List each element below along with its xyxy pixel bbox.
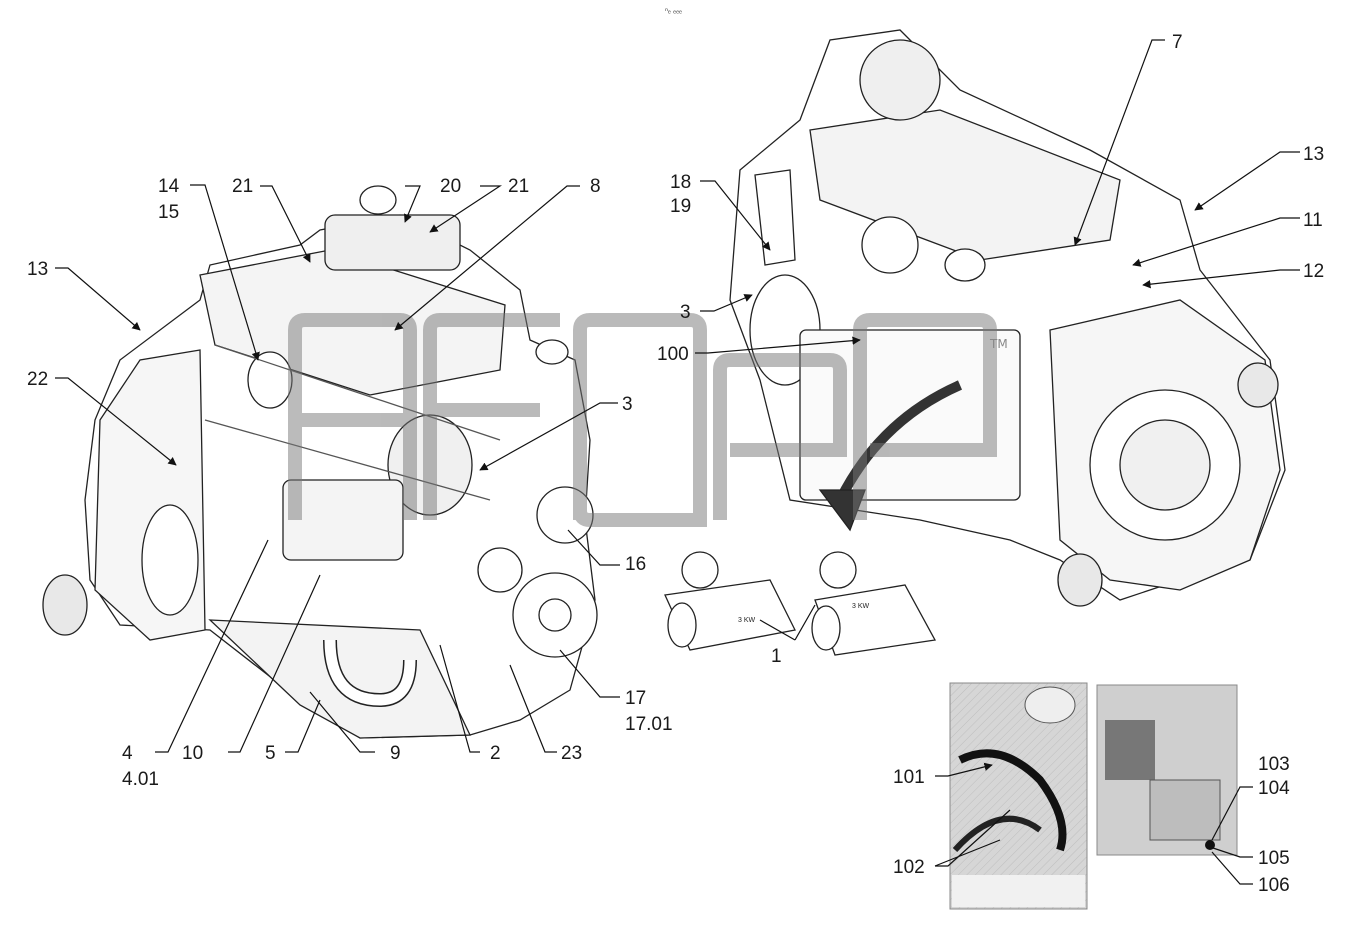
left-engine-view (42, 185, 598, 739)
callout-3-left: 3 (622, 394, 633, 415)
engine-mount-right-1 (1057, 553, 1103, 607)
callout-1: 1 (771, 646, 782, 667)
leader-lines (55, 39, 1300, 885)
starter-label-2: 3 KW (852, 603, 870, 610)
callout-15: 15 (158, 202, 179, 223)
right-engine-view (729, 29, 1286, 607)
callout-105: 105 (1258, 848, 1290, 869)
callout-18: 18 (670, 172, 691, 193)
flywheel-inner (1119, 419, 1211, 511)
callout-5: 5 (265, 743, 276, 764)
callouts-detail: 101 102 103 104 105 106 (893, 754, 1290, 896)
detail-photo-1 (949, 682, 1088, 910)
callout-3-right: 3 (680, 302, 691, 323)
callout-21a: 21 (232, 176, 253, 197)
block-line (204, 419, 491, 501)
callout-104: 104 (1258, 778, 1290, 799)
thermostat-housing (535, 339, 569, 365)
callout-16: 16 (625, 554, 646, 575)
starter-motor-2: 3 KW (811, 551, 937, 656)
callout-17-01: 17.01 (625, 714, 673, 735)
head-gasket-line (214, 344, 501, 441)
watermark (288, 313, 997, 527)
alternator (859, 39, 941, 121)
engine-mount-right-2 (1237, 362, 1279, 408)
sheet-number: ⁿₑ ₑₑₑ (665, 6, 682, 15)
housing-bore (141, 504, 199, 616)
watermark-tm: TM (989, 337, 1008, 351)
engine-mount-left (42, 574, 88, 636)
oil-filler-cap (359, 185, 397, 215)
starter-motor-1: 3 KW (664, 551, 796, 651)
callout-20: 20 (440, 176, 461, 197)
turbo-outlet (944, 248, 986, 282)
crank-pulley-hub (538, 598, 572, 632)
callout-106: 106 (1258, 875, 1290, 896)
callout-21b: 21 (508, 176, 529, 197)
callout-13-right: 13 (1303, 144, 1324, 165)
detail-photo-2 (1096, 684, 1238, 856)
starter-motors: 3 KW 3 KW (664, 551, 937, 656)
turbocharger (861, 216, 919, 274)
callout-100: 100 (657, 344, 689, 365)
alternator-pulley (477, 547, 523, 593)
thermostat-elbow (754, 169, 796, 266)
starter-label-1: 3 KW (738, 617, 756, 624)
air-compressor (324, 214, 461, 271)
callout-22: 22 (27, 369, 48, 390)
callouts-right: 7 13 18 19 11 12 3 100 1 (657, 32, 1324, 667)
callout-13-left: 13 (27, 259, 48, 280)
callout-4-01: 4.01 (122, 769, 159, 790)
callout-10: 10 (182, 743, 203, 764)
callout-8: 8 (590, 176, 601, 197)
callouts-left: 14 15 21 20 21 8 13 22 3 16 17 17.01 4 4… (27, 176, 673, 790)
callout-19: 19 (670, 196, 691, 217)
callout-14: 14 (158, 176, 180, 197)
callout-11: 11 (1303, 210, 1323, 231)
callout-9: 9 (390, 743, 401, 764)
callout-23: 23 (561, 743, 582, 764)
callout-7: 7 (1172, 32, 1183, 53)
callout-2: 2 (490, 743, 501, 764)
callout-17: 17 (625, 688, 646, 709)
callout-101: 101 (893, 767, 925, 788)
fuel-filter (247, 351, 293, 409)
callout-12: 12 (1303, 261, 1324, 282)
callout-103: 103 (1258, 754, 1290, 775)
starter-arrow (835, 380, 963, 503)
callout-4: 4 (122, 743, 133, 764)
callout-102: 102 (893, 857, 925, 878)
